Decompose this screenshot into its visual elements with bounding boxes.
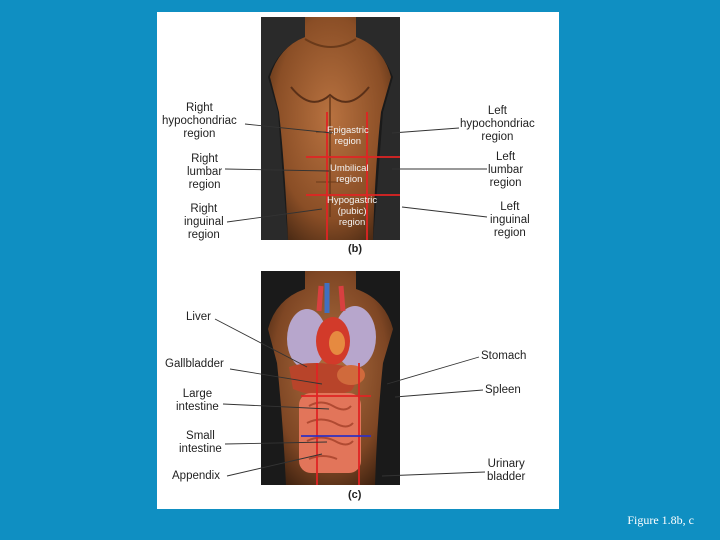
figure-reference: Figure 1.8b, c — [627, 513, 694, 527]
hypogastric-label: Hypogastric (pubic) region — [327, 195, 378, 228]
figure-card: Epigastric region Umbilical region Hypog… — [157, 12, 559, 509]
leader-lines — [214, 123, 488, 477]
left-lumbar-label: Left lumbar region — [488, 151, 524, 189]
left-hypochondriac-label: Left hypochondriac region — [460, 105, 535, 143]
spleen-label: Spleen — [485, 384, 521, 396]
right-lumbar-label: Right lumbar region — [187, 153, 223, 191]
liver-label: Liver — [186, 311, 211, 323]
panel-b-caption: (b) — [348, 243, 363, 255]
torso-regions-image — [261, 17, 400, 240]
right-hypochondriac-label: Right hypochondriac region — [162, 102, 237, 140]
urinary-bladder-label: Urinary bladder — [487, 458, 526, 483]
panel-c-caption: (c) — [348, 489, 362, 501]
left-inguinal-label: Left inguinal region — [490, 201, 530, 239]
stomach-label: Stomach — [481, 350, 527, 362]
epigastric-label: Epigastric region — [327, 125, 369, 147]
right-inguinal-label: Right inguinal region — [184, 203, 224, 241]
appendix-label: Appendix — [172, 470, 220, 482]
gallbladder-label: Gallbladder — [165, 358, 224, 370]
umbilical-label: Umbilical region — [330, 163, 369, 185]
large-intestine-label: Large intestine — [176, 388, 219, 413]
small-intestine-label: Small intestine — [179, 430, 222, 455]
